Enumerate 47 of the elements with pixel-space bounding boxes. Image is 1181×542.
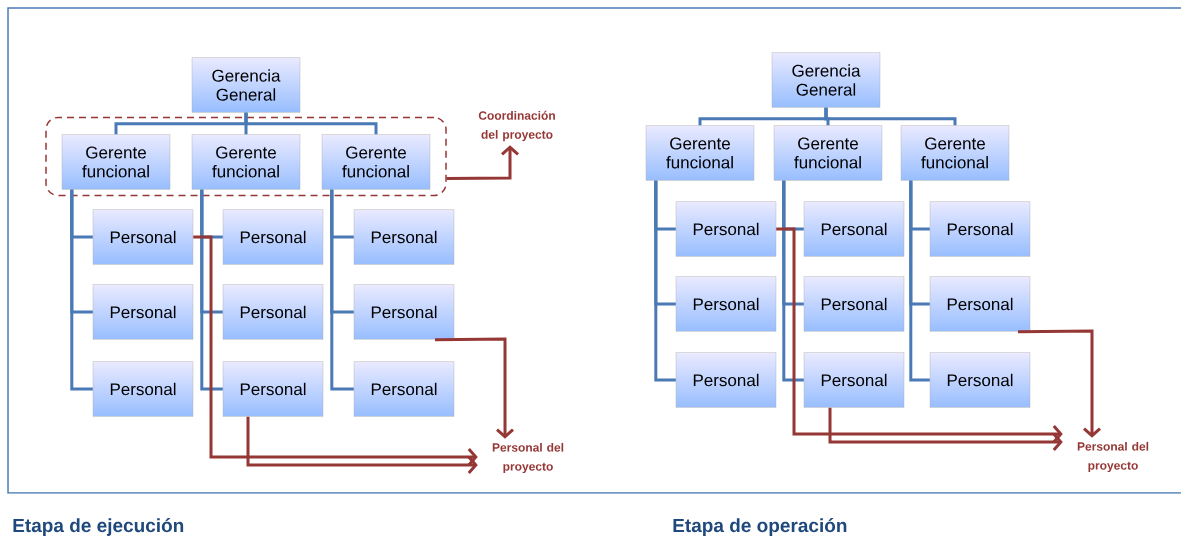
annotation-text: Coordinación del proyecto [478,110,555,142]
org-box: Personal [353,209,455,265]
connector-line [782,180,804,382]
org-box: Personal [353,361,455,417]
stage-title: Etapa de ejecución [13,518,184,536]
org-box: Gerente funcional [900,125,1010,181]
org-box: Personal [803,201,905,257]
stage-title: Etapa de operación [673,518,847,536]
annotation-text: Personal del proyecto [492,442,564,474]
org-box: Personal [92,209,194,265]
org-box: Personal [929,276,1031,332]
arrow [1018,329,1101,438]
org-box: Personal [222,209,324,265]
org-box: Personal [222,284,324,340]
connector-line [330,189,354,391]
org-box: Personal [675,352,777,408]
org-box: Gerencia General [771,52,881,108]
arrow [446,145,519,180]
org-box: Personal [929,352,1031,408]
org-box: Personal [353,284,455,340]
org-box: Personal [675,201,777,257]
org-box: Gerente funcional [773,125,883,181]
org-box: Gerencia General [191,57,301,113]
org-box: Personal [92,361,194,417]
arrow [435,337,514,439]
arrow [776,227,1063,443]
org-box: Personal [675,276,777,332]
org-box: Personal [92,284,194,340]
dashed-group-box [45,116,447,197]
connector-line [824,107,957,126]
arrow [246,416,478,474]
connector-line [200,189,223,391]
org-box: Gerente funcional [645,125,755,181]
org-box: Gerente funcional [191,134,301,190]
org-box: Gerente funcional [61,134,171,190]
arrow [193,235,478,466]
org-box: Gerente funcional [321,134,431,190]
connector-line [909,180,930,382]
org-box: Personal [222,361,324,417]
annotation-text: Personal del proyecto [1077,441,1149,473]
connector-line [70,189,93,391]
org-box: Personal [803,352,905,408]
arrow [828,407,1063,451]
org-box: Personal [929,201,1031,257]
connector-line [654,180,676,382]
connector-line [244,112,378,135]
org-box: Personal [803,276,905,332]
